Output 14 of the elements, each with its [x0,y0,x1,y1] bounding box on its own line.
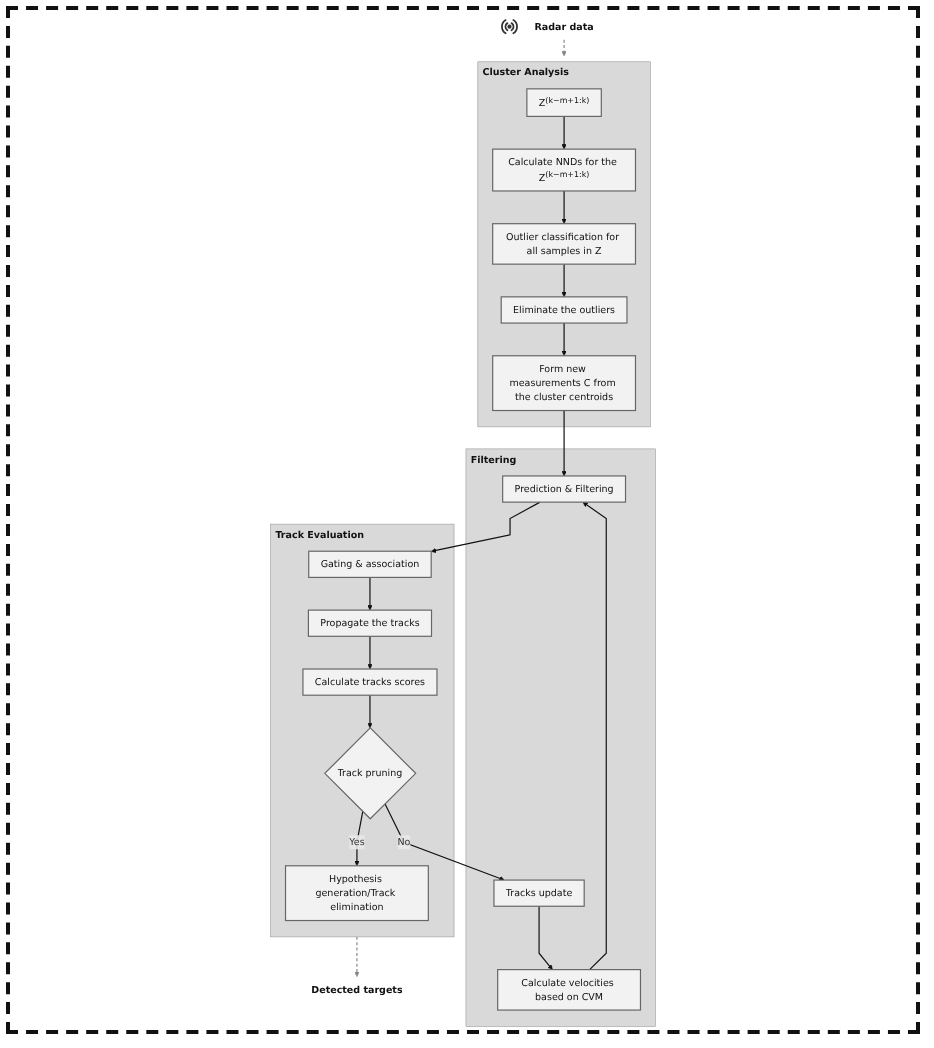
arrow [367,576,373,611]
arrow [561,409,567,477]
arrow [384,803,505,881]
arrow [354,936,360,977]
arrow [367,635,373,670]
arrow [561,190,567,224]
arrow [367,694,373,729]
arrow [561,39,567,57]
arrow [430,501,541,553]
arrow [561,322,567,356]
arrow [561,263,567,298]
arrow [561,115,567,150]
arrow [538,905,553,970]
arrow [582,501,607,971]
